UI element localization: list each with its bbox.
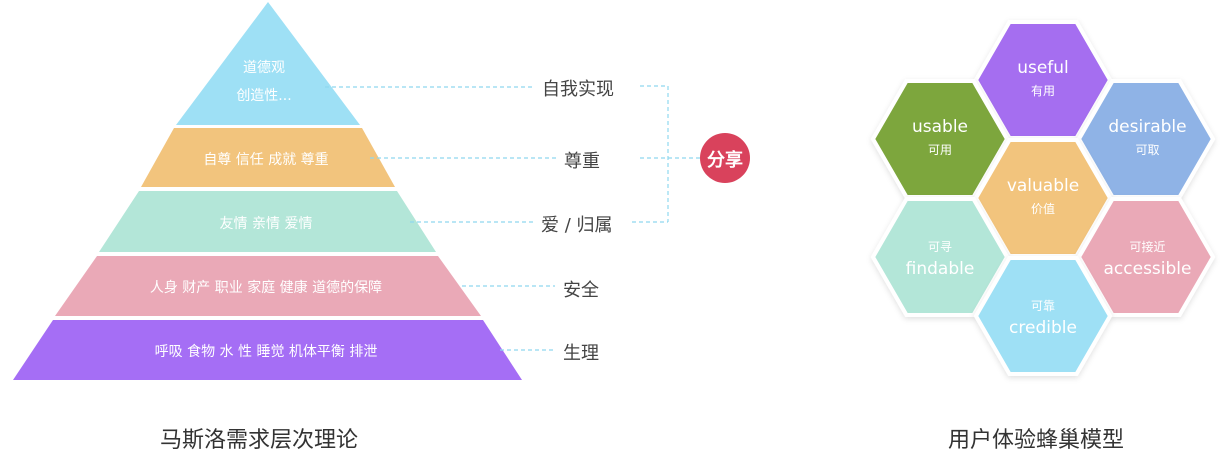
pyramid-safety-text: 人身 财产 职业 家庭 健康 道德的保障 (149, 280, 383, 296)
pyramid-layer-esteem (141, 128, 395, 187)
hex-usable-en: usable (911, 117, 969, 137)
hex-desirable-en: desirable (1108, 117, 1187, 137)
pyramid-love-text: 友情 亲情 爱情 (219, 216, 313, 232)
hex-useful-en: useful (1017, 58, 1069, 78)
hex-useful-text: useful 有用 (993, 58, 1093, 99)
hex-credible (973, 256, 1113, 376)
pyramid-layer-physio (13, 320, 522, 380)
label-self-actualization: 自我实现 (542, 79, 614, 100)
label-physiological: 生理 (563, 343, 599, 364)
pyramid-physio-text: 呼吸 食物 水 性 睡觉 机体平衡 排泄 (154, 344, 378, 360)
share-badge (700, 133, 750, 183)
hex-valuable-cn: 价值 (1030, 202, 1055, 216)
pyramid-top-line1: 道德观 (243, 60, 285, 76)
label-love-belonging: 爱 / 归属 (541, 215, 613, 236)
pyramid-layer-safety (55, 256, 481, 316)
hex-accessible-en: accessible (1103, 259, 1192, 279)
pyramid-layer-top (176, 2, 360, 125)
share-badge-label: 分享 (707, 150, 743, 171)
hex-findable-cn: 可寻 (927, 240, 952, 254)
label-safety: 安全 (563, 280, 599, 301)
hex-useful-cn: 有用 (1030, 84, 1055, 98)
hex-valuable-text: valuable 价值 (993, 176, 1093, 217)
pyramid-caption: 马斯洛需求层次理论 (160, 428, 359, 453)
pyramid-top-text: 道德观 创造性... (204, 54, 324, 110)
hex-accessible-text: 可接近 accessible (1090, 238, 1205, 279)
hex-findable (870, 197, 1010, 317)
hex-usable-cn: 可用 (927, 143, 952, 157)
pyramid-esteem-text: 自尊 信任 成就 尊重 (203, 152, 329, 168)
hex-accessible-cn: 可接近 (1129, 240, 1166, 254)
hex-findable-text: 可寻 findable (890, 238, 990, 279)
hex-credible-cn: 可靠 (1030, 299, 1055, 313)
pyramid-layer-love (99, 191, 436, 252)
honeycomb-caption: 用户体验蜂巢模型 (948, 428, 1125, 453)
hex-findable-en: findable (905, 259, 975, 279)
hex-desirable-text: desirable 可取 (1090, 117, 1205, 158)
label-esteem: 尊重 (564, 151, 600, 172)
pyramid-top-line2: 创造性... (236, 88, 292, 104)
hex-valuable-en: valuable (1006, 176, 1080, 196)
hex-accessible (1076, 197, 1216, 317)
hex-credible-en: credible (1009, 318, 1077, 338)
hex-desirable-cn: 可取 (1135, 143, 1160, 157)
hex-usable-text: usable 可用 (890, 117, 990, 158)
hex-credible-text: 可靠 credible (993, 297, 1093, 338)
